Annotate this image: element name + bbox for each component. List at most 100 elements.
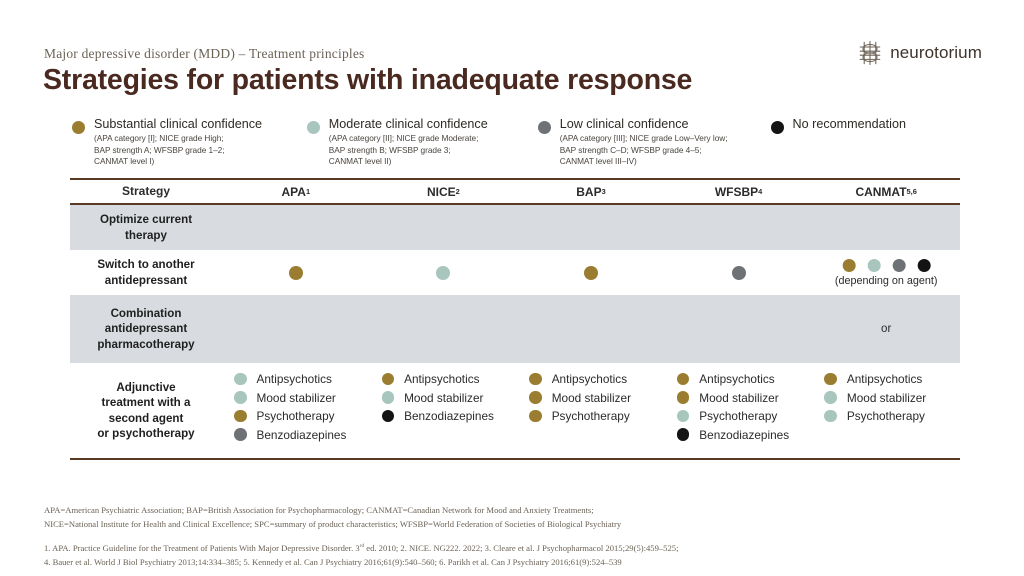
legend-subtext: BAP strength B; WFSBP grade 3; <box>328 144 451 155</box>
confidence-dot-row <box>842 258 931 272</box>
legend-title: Low clinical confidence <box>559 117 689 131</box>
confidence-dot-icon <box>381 409 395 423</box>
table-cell: or <box>812 295 960 363</box>
legend-subtext: CANMAT level III–IV) <box>559 156 637 167</box>
option-label: Benzodiazepines <box>256 427 347 442</box>
confidence-dot-icon <box>529 391 542 404</box>
option-item: Mood stabilizer <box>824 391 926 405</box>
references-line-2: 4. Bauer et al. World J Biol Psychiatry … <box>44 557 622 568</box>
confidence-dot-icon <box>676 391 690 404</box>
slide-kicker: Major depressive disorder (MDD) – Treatm… <box>44 46 365 61</box>
table-cell <box>665 205 813 250</box>
legend-text: Low clinical confidence(APA category [II… <box>560 118 728 168</box>
legend-item-teal: Moderate clinical confidence(APA categor… <box>306 117 538 168</box>
table-cell <box>370 250 518 295</box>
confidence-dot-icon <box>234 409 247 423</box>
confidence-dot-icon <box>824 391 837 404</box>
confidence-dot-icon <box>234 372 247 386</box>
option-label: Mood stabilizer <box>551 390 632 405</box>
confidence-dot-icon <box>529 409 542 423</box>
option-label: Psychotherapy <box>846 409 925 423</box>
confidence-dot-icon <box>436 265 451 280</box>
option-label: Mood stabilizer <box>846 390 927 405</box>
references-line-1: 1. APA. Practice Guideline for the Treat… <box>44 543 679 553</box>
cell-note: (depending on agent) <box>834 274 938 287</box>
table-cell <box>222 205 370 250</box>
table-cell <box>370 205 518 250</box>
table-header-strategy: Strategy <box>121 183 171 198</box>
option-item: Antipsychotics <box>676 372 789 386</box>
legend-text: No recommendation <box>793 118 906 133</box>
neuron-logo-icon <box>859 40 881 66</box>
legend-subtext: BAP strength A; WFSBP grade 1–2; <box>94 144 225 155</box>
legend-subtext: BAP strength C–D; WFSBP grade 4–5; <box>559 144 702 155</box>
option-label: Antipsychotics <box>256 372 332 386</box>
confidence-legend: Substantial clinical confidence(APA cate… <box>72 118 984 168</box>
brand-name: neurotorium <box>890 43 982 62</box>
confidence-dot-icon <box>234 428 247 441</box>
option-label: Antipsychotics <box>699 372 775 386</box>
confidence-dot-icon <box>676 409 690 423</box>
option-label: Benzodiazepines <box>699 427 790 442</box>
confidence-dot-icon <box>676 428 690 441</box>
option-item: Psychotherapy <box>676 409 789 423</box>
table-cell <box>517 205 665 250</box>
legend-subtext: CANMAT level I) <box>94 156 155 167</box>
option-label: Mood stabilizer <box>404 390 484 405</box>
legend-dot-icon <box>72 121 85 134</box>
option-label: Benzodiazepines <box>404 409 494 423</box>
option-item: Mood stabilizer <box>676 391 789 405</box>
table-cell <box>665 295 813 363</box>
option-label: Psychotherapy <box>551 409 630 423</box>
table-cell <box>222 250 370 295</box>
legend-title: Moderate clinical confidence <box>328 117 488 131</box>
abbreviations-line-2: NICE=National Institute for Health and C… <box>44 519 622 530</box>
option-item: Antipsychotics <box>529 372 631 386</box>
table-cell: (depending on agent) <box>812 250 960 295</box>
legend-subtext: (APA category [III]; NICE grade Low–Very… <box>559 132 728 143</box>
legend-dot-icon <box>537 121 551 134</box>
references-note: 1. APA. Practice Guideline for the Treat… <box>44 541 984 569</box>
confidence-dot-icon <box>288 265 303 280</box>
confidence-dot-icon <box>529 372 542 386</box>
confidence-dot-icon <box>867 258 881 272</box>
legend-dot-icon <box>306 121 320 134</box>
option-item: Benzodiazepines <box>234 428 346 442</box>
table-cell <box>665 250 813 295</box>
option-label: Mood stabilizer <box>256 390 336 405</box>
legend-text: Substantial clinical confidence(APA cate… <box>94 118 262 168</box>
option-item: Psychotherapy <box>824 409 926 423</box>
option-item: Benzodiazepines <box>381 409 494 423</box>
option-item: Mood stabilizer <box>381 390 494 405</box>
legend-title: No recommendation <box>792 117 906 131</box>
legend-item-black: No recommendation <box>770 118 984 168</box>
confidence-dot-icon <box>824 409 837 423</box>
table-cell <box>370 295 518 363</box>
option-item: Psychotherapy <box>234 409 346 423</box>
abbreviations-note: APA=American Psychiatric Association; BA… <box>44 503 984 531</box>
option-item: Antipsychotics <box>381 372 494 386</box>
option-label: Antipsychotics <box>846 372 923 386</box>
confidence-dot-icon <box>842 258 856 272</box>
legend-subtext: CANMAT level II) <box>328 156 392 167</box>
